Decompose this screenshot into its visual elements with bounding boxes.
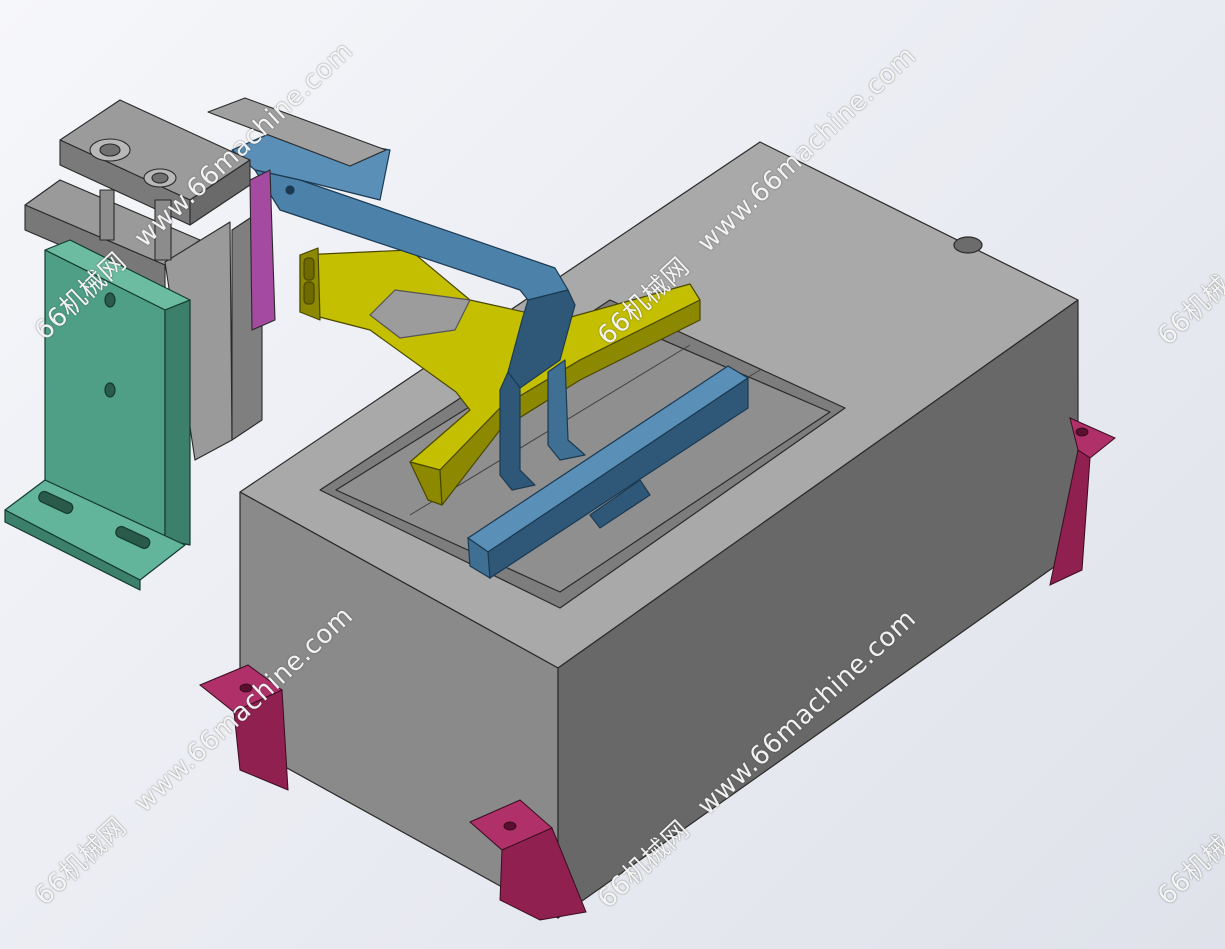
foot-front-center [469,799,587,921]
green-angle-bracket [4,239,191,591]
pneumatic-cylinder [24,97,387,461]
foot-right [1049,417,1116,586]
foot-front-left [199,664,289,791]
blue-channel [466,365,750,580]
yellow-fork-plate [299,247,701,506]
mounting-feet [199,417,1116,921]
